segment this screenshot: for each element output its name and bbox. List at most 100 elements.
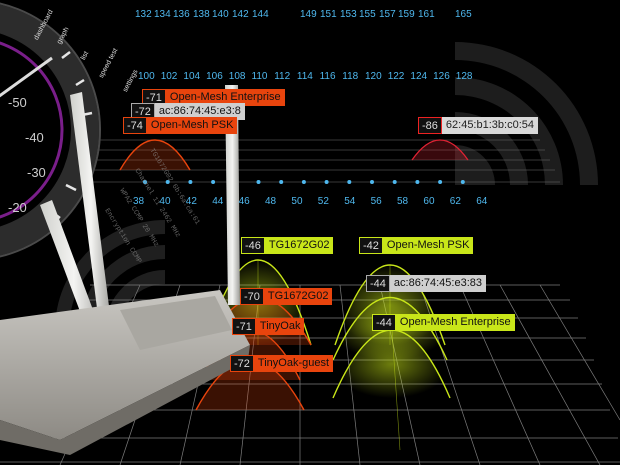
channel-tick-dot (279, 180, 284, 184)
rssi-value: -72 (230, 355, 254, 372)
ssid-label: 62:45:b1:3b:c0:54 (441, 117, 538, 134)
channel-label: 140 (212, 9, 229, 20)
channel-tick-dot (415, 180, 420, 184)
channel-label: 44 (212, 196, 224, 207)
channel-label: 112 (274, 71, 291, 82)
channel-label: 114 (296, 71, 313, 82)
ssid-label: TinyOak (255, 318, 305, 335)
gauge-label: -40 (25, 130, 44, 145)
rssi-value: -70 (240, 288, 264, 305)
channel-label: 122 (387, 71, 405, 82)
gauge-label: -30 (27, 165, 46, 180)
channel-label: 40 (159, 196, 171, 207)
channel-label: 128 (455, 71, 473, 82)
channel-label: 116 (319, 71, 336, 82)
gauge-label: -50 (8, 95, 27, 110)
channel-tick-dot (438, 180, 443, 184)
rssi-value: -44 (372, 314, 396, 331)
ssid-label: TG1672G02 (264, 237, 334, 254)
channel-tick-dot (143, 180, 147, 184)
ssid-label: ac:86:74:45:e3:8 (154, 103, 245, 120)
channel-label: 132 (135, 9, 152, 20)
channel-tick-dot (256, 180, 261, 184)
ssid-label: Open-Mesh PSK (382, 237, 474, 254)
rssi-value: -42 (359, 237, 383, 254)
gauge-label: -20 (8, 200, 27, 215)
channel-label: 155 (359, 9, 376, 20)
ssid-label: TinyOak-guest (253, 355, 334, 372)
channel-tick-dot (188, 180, 193, 184)
channel-label: 102 (160, 71, 178, 82)
channel-label: 126 (433, 71, 450, 82)
channel-tick-dot (460, 180, 465, 184)
rssi-value: -46 (241, 237, 265, 254)
channel-label: 56 (370, 196, 382, 207)
ssid-label: Open-Mesh Enterprise (165, 89, 285, 106)
channel-label: 60 (423, 196, 435, 207)
channel-label: 100 (138, 71, 155, 82)
channel-label: 120 (365, 71, 382, 82)
channel-label: 106 (206, 71, 223, 82)
channel-label: 50 (291, 196, 303, 207)
gauge-needle (0, 56, 53, 98)
channel-tick-dot (370, 180, 374, 184)
channel-label: 144 (252, 9, 269, 20)
channel-label: 142 (232, 9, 249, 20)
ssid-label: Open-Mesh Enterprise (395, 314, 515, 331)
channel-label: 138 (193, 9, 210, 20)
channel-tick-dot (324, 180, 329, 184)
rssi-value: -71 (142, 89, 166, 106)
rssi-value: -71 (232, 318, 256, 335)
channel-label: 149 (300, 9, 317, 20)
router-image (0, 85, 250, 455)
channel-label: 151 (320, 9, 337, 20)
channel-label: 161 (418, 9, 435, 20)
channel-label: 118 (342, 71, 359, 82)
ssid-label: Open-Mesh PSK (146, 117, 238, 134)
signal-curve-red (411, 139, 469, 161)
channel-label: 159 (398, 9, 415, 20)
channel-tick-dot (347, 180, 352, 184)
channel-tick-dot (392, 180, 397, 184)
channel-label: 165 (455, 9, 472, 20)
ssid-label: TG1672G02 (263, 288, 333, 305)
channel-label: 54 (344, 196, 356, 207)
channel-label: 42 (185, 196, 197, 207)
channel-label: 153 (340, 9, 357, 20)
channel-label: 108 (228, 71, 246, 82)
channel-label: 48 (265, 196, 277, 207)
channel-label: 136 (173, 9, 190, 20)
rssi-value: -44 (366, 275, 390, 292)
channel-label: 104 (183, 71, 201, 82)
channel-label: 124 (410, 71, 428, 82)
wifi-signal-icon (455, 42, 598, 185)
rssi-value: -86 (418, 117, 442, 134)
channel-label: 38 (133, 196, 145, 207)
grid-5g-mid-dots (143, 180, 465, 184)
channel-label: 110 (251, 71, 268, 82)
ssid-label: ac:86:74:45:e3:83 (389, 275, 486, 292)
channel-label: 46 (238, 196, 250, 207)
grid-5g-mid (80, 139, 560, 183)
channel-tick-dot (165, 180, 170, 184)
channel-label: 134 (154, 9, 171, 20)
channel-tick-dot (301, 180, 306, 184)
channel-tick-dot (211, 180, 216, 184)
channel-label: 52 (317, 196, 329, 207)
channel-label: 157 (379, 9, 396, 20)
channel-label: 62 (449, 196, 461, 207)
rssi-value: -74 (123, 117, 147, 134)
